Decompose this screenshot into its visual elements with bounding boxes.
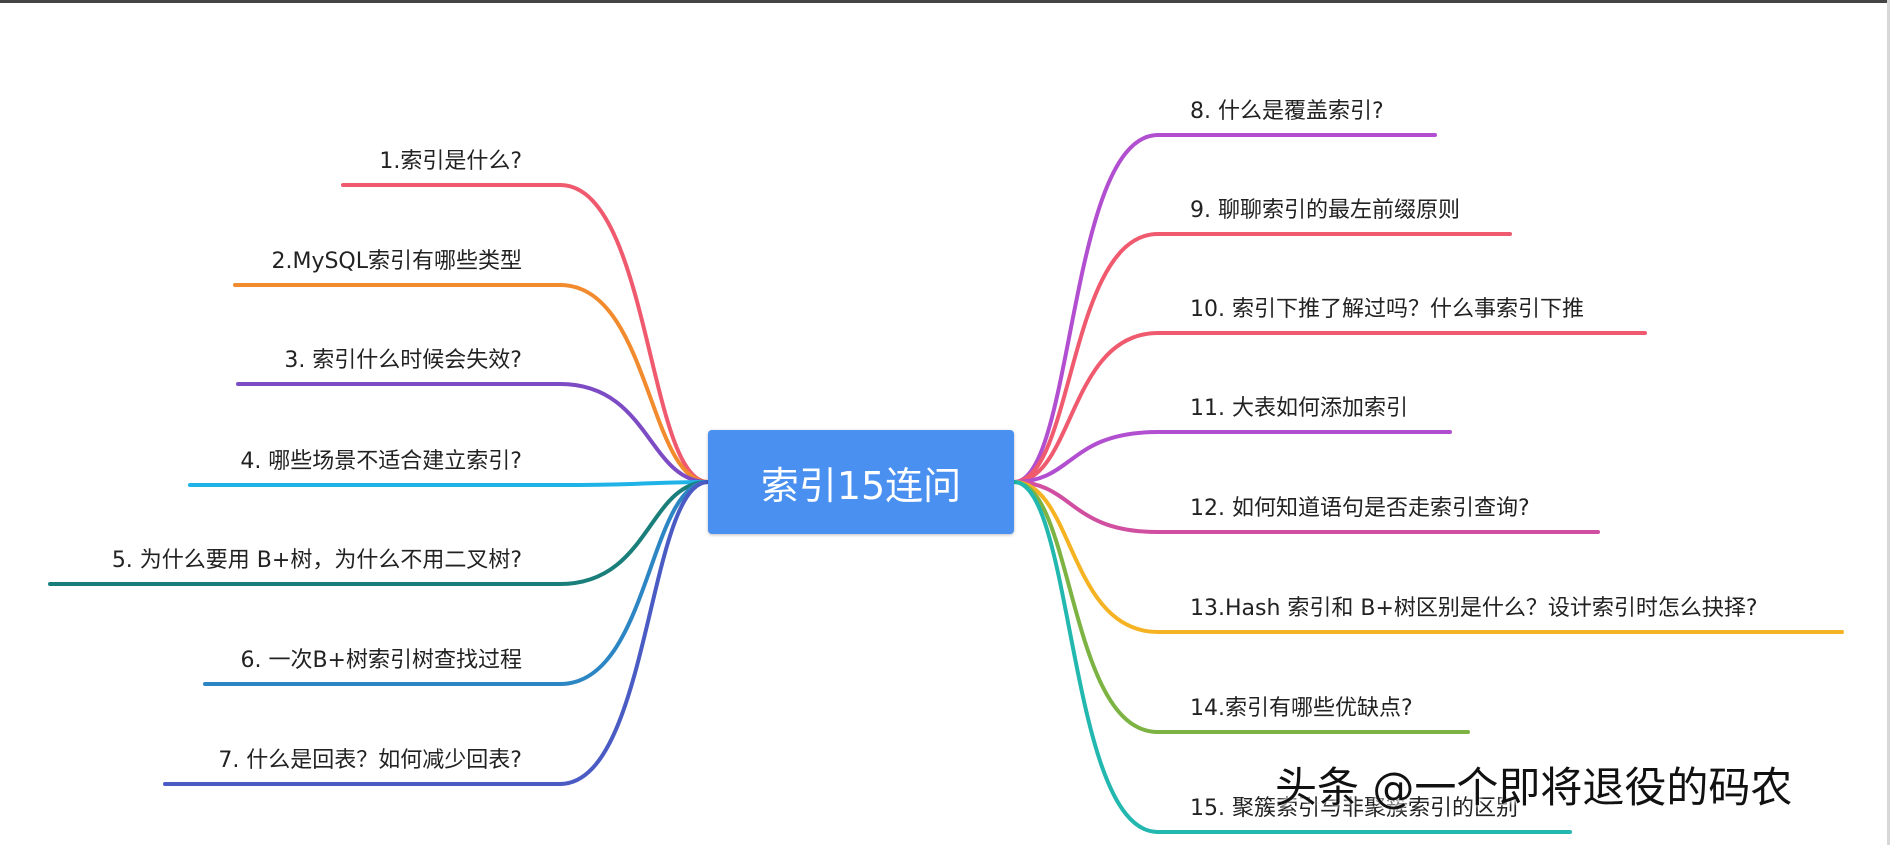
left-topic-3[interactable]: 3. 索引什么时候会失效? <box>284 348 522 373</box>
right-branch-11-curve <box>1012 430 1160 484</box>
window-right-border <box>1887 0 1890 845</box>
left-topic-4[interactable]: 4. 哪些场景不适合建立索引? <box>240 449 522 474</box>
central-topic-label: 索引15连问 <box>760 463 962 508</box>
left-branch-7-curve <box>558 480 710 786</box>
central-topic[interactable]: 索引15连问 <box>708 430 1014 534</box>
left-branch-6-curve <box>558 480 710 686</box>
window-top-border <box>0 0 1890 3</box>
right-branch-12-curve <box>1012 480 1160 534</box>
left-topic-6[interactable]: 6. 一次B+树索引树查找过程 <box>240 648 522 673</box>
watermark: 头条 @一个即将退役的码农 <box>1275 763 1793 812</box>
right-topic-15[interactable]: 15. 聚簇索引与非聚簇索引的区别 <box>1190 796 1518 821</box>
left-topic-1[interactable]: 1.索引是什么? <box>379 149 522 174</box>
left-topic-7[interactable]: 7. 什么是回表？如何减少回表? <box>218 748 522 773</box>
left-branch-5-curve <box>558 480 710 586</box>
right-branch-9-curve <box>1012 232 1160 484</box>
right-topic-11[interactable]: 11. 大表如何添加索引 <box>1190 396 1408 421</box>
right-topic-13[interactable]: 13.Hash 索引和 B+树区别是什么？设计索引时怎么抉择? <box>1190 596 1758 621</box>
left-branch-3-curve <box>558 382 710 484</box>
right-branch-15-curve <box>1012 480 1160 834</box>
right-topic-10[interactable]: 10. 索引下推了解过吗？什么事索引下推 <box>1190 297 1584 322</box>
right-branch-10-curve <box>1012 331 1160 484</box>
right-branch-13-curve <box>1012 480 1160 634</box>
right-topic-8[interactable]: 8. 什么是覆盖索引? <box>1190 99 1384 124</box>
left-topic-5[interactable]: 5. 为什么要用 B+树，为什么不用二叉树? <box>111 548 522 573</box>
left-branch-1-curve <box>558 183 710 484</box>
right-branch-8-curve <box>1012 133 1160 484</box>
right-branch-14-curve <box>1012 480 1160 734</box>
right-topic-14[interactable]: 14.索引有哪些优缺点? <box>1190 696 1413 721</box>
left-topic-2[interactable]: 2.MySQL索引有哪些类型 <box>271 249 522 274</box>
right-topic-12[interactable]: 12. 如何知道语句是否走索引查询? <box>1190 496 1530 521</box>
left-branch-4-curve <box>558 480 710 487</box>
left-branch-2-curve <box>558 283 710 484</box>
right-topic-9[interactable]: 9. 聊聊索引的最左前缀原则 <box>1190 198 1460 223</box>
